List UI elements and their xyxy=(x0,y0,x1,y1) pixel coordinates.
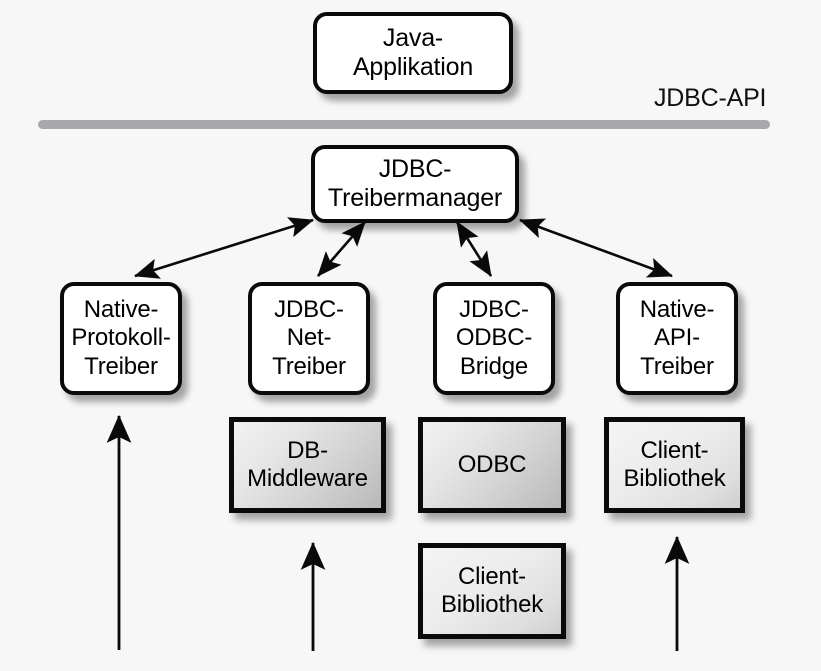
node-odbc[interactable]: ODBC xyxy=(418,417,566,513)
jdbc-api-separator-bar xyxy=(38,120,770,129)
node-jdbc-odbc-bridge[interactable]: JDBC- ODBC- Bridge xyxy=(433,282,555,395)
connector-native-api-to-manager xyxy=(519,218,673,278)
connector-jdbc-odbc-to-manager xyxy=(455,221,493,277)
connector-native-protocol-to-manager xyxy=(134,217,314,279)
jdbc-api-label: JDBC-API xyxy=(654,84,767,112)
node-native-api-driver[interactable]: Native- API- Treiber xyxy=(616,282,738,395)
node-java-application[interactable]: Java- Applikation xyxy=(313,12,513,94)
node-jdbc-net-driver[interactable]: JDBC- Net- Treiber xyxy=(248,282,370,395)
node-jdbc-driver-manager[interactable]: JDBC- Treibermanager xyxy=(311,145,519,223)
node-native-protocol-driver[interactable]: Native- Protokoll- Treiber xyxy=(60,282,182,395)
connector-jdbc-net-to-manager xyxy=(317,221,366,277)
node-db-middleware[interactable]: DB- Middleware xyxy=(229,417,386,513)
node-client-library-odbc[interactable]: Client- Bibliothek xyxy=(418,543,566,639)
node-client-library-native[interactable]: Client- Bibliothek xyxy=(604,417,745,513)
